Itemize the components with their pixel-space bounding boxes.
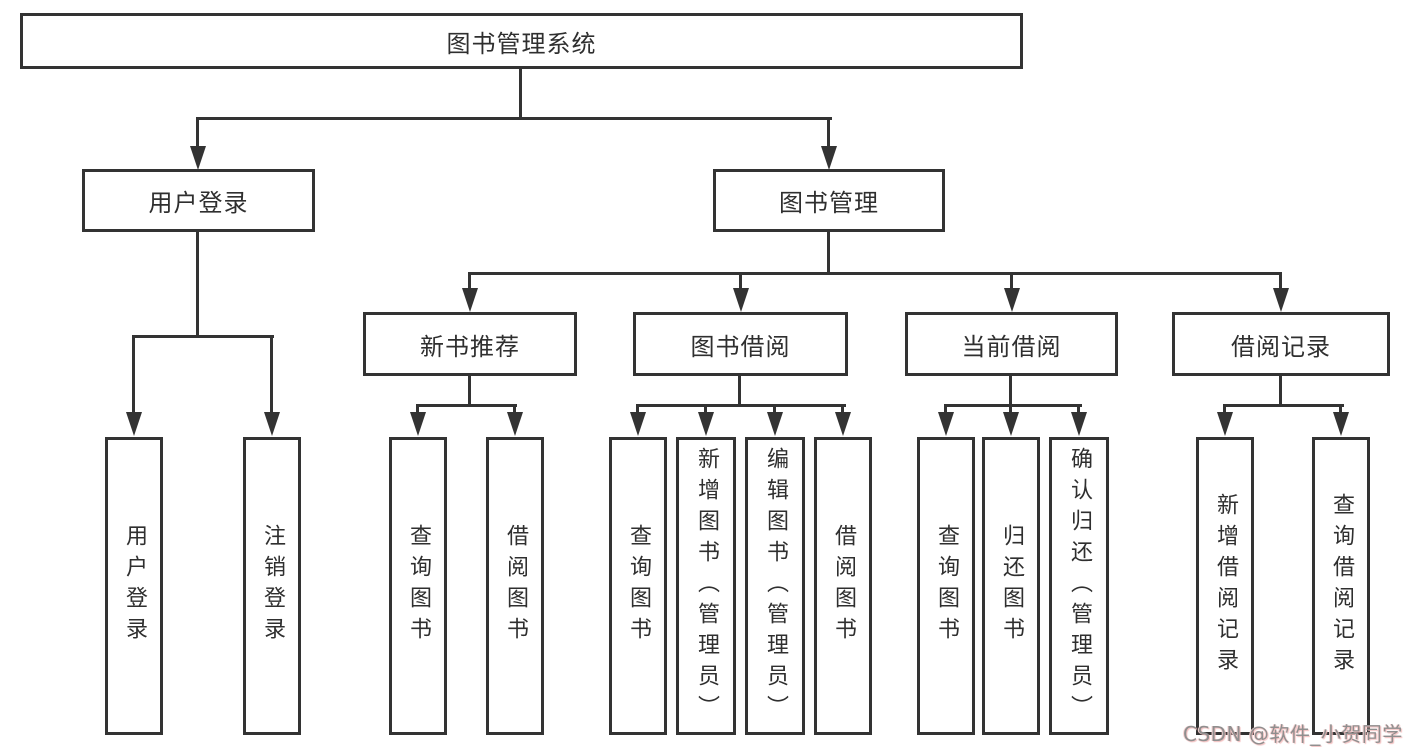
- connector: [1223, 406, 1226, 414]
- connector: [841, 406, 844, 414]
- node-borrowing-records: 借阅记录: [1172, 312, 1390, 376]
- leaf-borrow-books-recommend: 借阅图书: [486, 437, 544, 735]
- arrow-down-icon: [1071, 412, 1087, 436]
- leaf-query-borrow-record-label: 查询借阅记录: [1329, 493, 1354, 679]
- node-root-label: 图书管理系统: [446, 29, 597, 58]
- leaf-borrow-books-borrowing-label: 借阅图书: [831, 524, 856, 648]
- node-user-login-label: 用户登录: [148, 189, 249, 217]
- arrow-down-icon: [190, 146, 206, 170]
- leaf-query-books-borrowing-label: 查询图书: [626, 524, 651, 648]
- node-current-borrowing-label: 当前借阅: [961, 332, 1062, 361]
- node-book-management-label: 图书管理: [779, 189, 879, 217]
- node-current-borrowing: 当前借阅: [905, 312, 1118, 376]
- connector: [827, 119, 830, 149]
- arrow-down-icon: [630, 412, 646, 436]
- leaf-confirm-return-admin-label: 确认归还（管理员）: [1067, 446, 1092, 726]
- node-book-management: 图书管理: [713, 169, 945, 232]
- connector: [944, 404, 1082, 407]
- arrow-down-icon: [1004, 288, 1020, 312]
- leaf-logout-label: 注销登录: [260, 524, 285, 648]
- leaf-add-borrow-record-label: 新增借阅记录: [1213, 493, 1238, 679]
- arrow-down-icon: [767, 412, 783, 436]
- leaf-query-books-current: 查询图书: [917, 437, 975, 735]
- watermark: CSDN @软件_小贺同学: [1183, 722, 1403, 746]
- connector: [1009, 376, 1012, 407]
- connector: [739, 274, 742, 290]
- arrow-down-icon: [938, 412, 954, 436]
- arrow-down-icon: [264, 412, 280, 436]
- arrow-down-icon: [1273, 288, 1289, 312]
- arrow-down-icon: [733, 288, 749, 312]
- leaf-borrow-books-borrowing: 借阅图书: [814, 437, 872, 735]
- leaf-edit-book-admin-label: 编辑图书（管理员）: [763, 446, 788, 726]
- leaf-logout: 注销登录: [243, 437, 301, 735]
- connector: [1339, 406, 1342, 414]
- node-book-borrowing-label: 图书借阅: [690, 332, 791, 361]
- connector: [827, 232, 830, 275]
- leaf-query-books-recommend-label: 查询图书: [406, 524, 431, 648]
- arrow-down-icon: [698, 412, 714, 436]
- connector: [944, 406, 947, 414]
- leaf-add-book-admin-label: 新增图书（管理员）: [694, 446, 719, 726]
- leaf-user-login-label: 用户登录: [122, 524, 147, 648]
- connector: [468, 376, 471, 407]
- connector: [1279, 274, 1282, 290]
- leaf-borrow-books-recommend-label: 借阅图书: [503, 524, 528, 648]
- connector: [513, 406, 516, 414]
- node-user-login: 用户登录: [82, 169, 315, 232]
- node-new-book-recommend: 新书推荐: [363, 312, 577, 376]
- leaf-add-borrow-record: 新增借阅记录: [1196, 437, 1254, 735]
- connector: [1009, 406, 1012, 414]
- connector: [1010, 274, 1013, 290]
- leaf-query-books-borrowing: 查询图书: [609, 437, 667, 735]
- connector: [468, 272, 1282, 275]
- connector: [196, 117, 832, 120]
- connector: [1077, 406, 1080, 414]
- leaf-return-books-label: 归还图书: [999, 524, 1024, 648]
- connector: [636, 406, 639, 414]
- connector: [270, 337, 273, 413]
- connector: [416, 404, 517, 407]
- node-new-book-recommend-label: 新书推荐: [420, 332, 520, 361]
- arrow-down-icon: [462, 288, 478, 312]
- connector: [519, 68, 522, 119]
- arrow-down-icon: [410, 412, 426, 436]
- connector: [738, 376, 741, 407]
- leaf-add-book-admin: 新增图书（管理员）: [676, 437, 736, 735]
- connector: [704, 406, 707, 414]
- leaf-query-books-current-label: 查询图书: [934, 524, 959, 648]
- node-book-borrowing: 图书借阅: [633, 312, 848, 376]
- leaf-query-borrow-record: 查询借阅记录: [1312, 437, 1370, 735]
- connector: [636, 404, 846, 407]
- arrow-down-icon: [126, 412, 142, 436]
- connector: [132, 335, 274, 338]
- arrow-down-icon: [835, 412, 851, 436]
- connector: [1279, 376, 1282, 407]
- connector: [1223, 404, 1344, 407]
- leaf-confirm-return-admin: 确认归还（管理员）: [1049, 437, 1109, 735]
- arrow-down-icon: [1003, 412, 1019, 436]
- arrow-down-icon: [1217, 412, 1233, 436]
- connector: [196, 232, 199, 338]
- connector: [196, 119, 199, 149]
- leaf-edit-book-admin: 编辑图书（管理员）: [745, 437, 805, 735]
- leaf-user-login: 用户登录: [105, 437, 163, 735]
- connector: [468, 274, 471, 290]
- leaf-query-books-recommend: 查询图书: [389, 437, 447, 735]
- arrow-down-icon: [1333, 412, 1349, 436]
- connector: [132, 337, 135, 413]
- arrow-down-icon: [821, 146, 837, 170]
- node-root: 图书管理系统: [20, 13, 1023, 69]
- connector: [416, 406, 419, 414]
- leaf-return-books: 归还图书: [982, 437, 1040, 735]
- connector: [773, 406, 776, 414]
- node-borrowing-records-label: 借阅记录: [1231, 332, 1331, 361]
- arrow-down-icon: [507, 412, 523, 436]
